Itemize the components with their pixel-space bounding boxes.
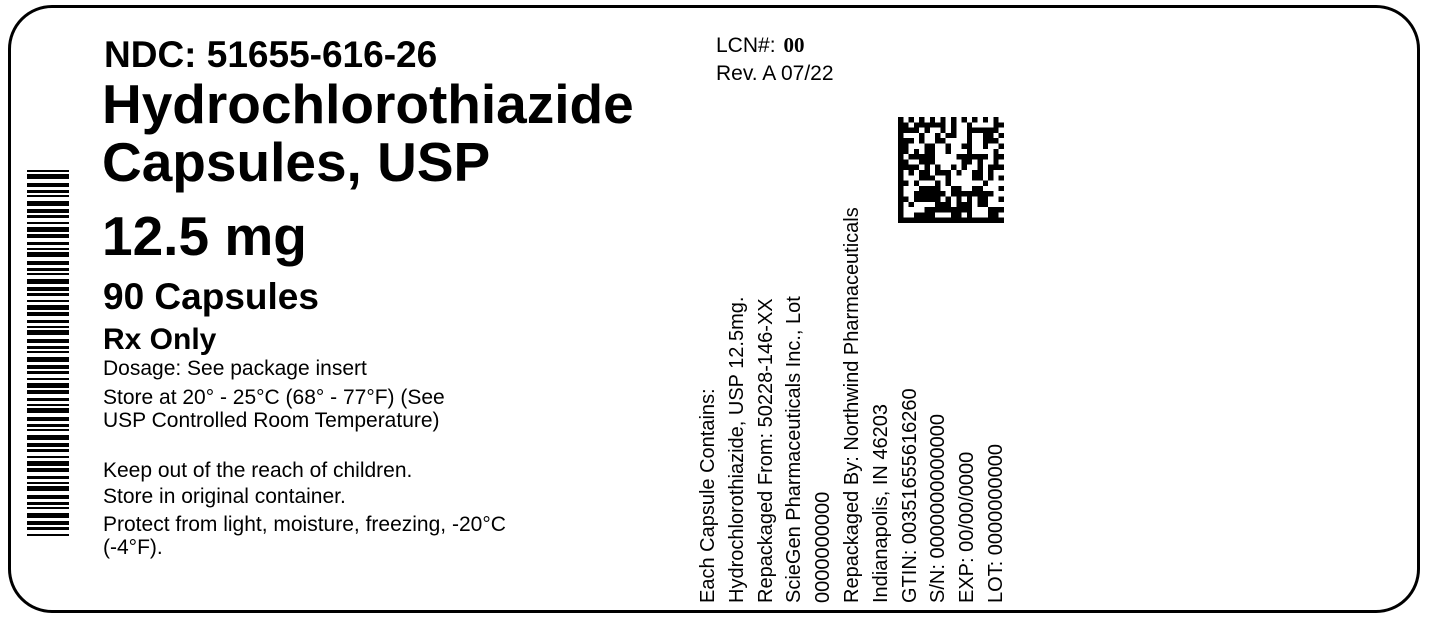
store-original-text: Store in original container. (103, 485, 346, 508)
vertical-line-2: Hydrochlorothiazide, USP 12.5mg. (725, 296, 748, 603)
protect-line1: Protect from light, moisture, freezing, … (103, 513, 506, 536)
revision: Rev. A 07/22 (716, 62, 834, 85)
datamatrix-code-icon (898, 117, 1004, 223)
ndc-number: NDC: 51655-616-26 (104, 34, 438, 75)
rx-only: Rx Only (103, 323, 217, 356)
storage-line1: Store at 20° - 25°C (68° - 77°F) (See (103, 386, 445, 409)
vertical-line-9: S/N: 0000000000000 (927, 413, 950, 603)
lcn-value: 00 (783, 33, 805, 57)
vertical-line-6: Repackaged By: Northwind Pharmaceuticals (840, 207, 863, 603)
lcn-label: LCN#: (716, 34, 776, 57)
vertical-line-11: LOT: 0000000000 (984, 443, 1007, 603)
barcode-icon (27, 170, 69, 542)
vertical-line-3: Repackaged From: 50228-146-XX (754, 298, 777, 603)
lcn-number: LCN#: 00 (716, 33, 805, 58)
storage-line2: USP Controlled Room Temperature) (103, 409, 440, 432)
dosage-text: Dosage: See package insert (103, 357, 367, 380)
vertical-line-10: EXP: 00/00/0000 (956, 451, 979, 603)
vertical-line-1: Each Capsule Contains: (697, 388, 719, 603)
vertical-line-4: ScieGen Pharmaceuticals Inc., Lot (783, 296, 806, 603)
vertical-line-7: Indianapolis, IN 46203 (869, 403, 892, 603)
product-name: Hydrochlorothiazide Capsules, USP (102, 75, 634, 191)
vertical-info-block: Each Capsule Contains: Hydrochlorothiazi… (694, 207, 1011, 603)
keep-out-text: Keep out of the reach of children. (103, 459, 413, 482)
protect-line2: (-4°F). (103, 536, 163, 559)
capsule-count: 90 Capsules (103, 276, 319, 317)
vertical-line-8: GTIN: 00351655616260 (898, 388, 921, 603)
strength: 12.5 mg (102, 205, 307, 267)
product-name-line2: Capsules, USP (102, 131, 491, 193)
vertical-line-5: 0000000000 (812, 491, 835, 603)
product-name-line1: Hydrochlorothiazide (102, 73, 634, 135)
drug-label (8, 5, 1420, 613)
